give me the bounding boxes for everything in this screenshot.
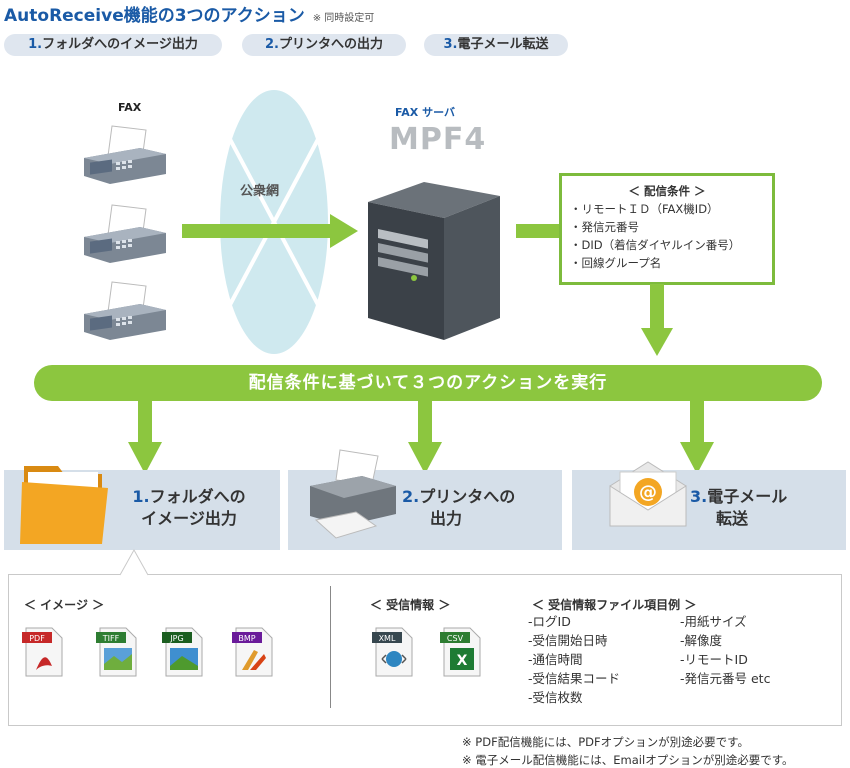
- connector-line: [516, 224, 560, 238]
- pill-label: 電子メール転送: [457, 37, 549, 52]
- list-item: -解像度: [680, 633, 723, 648]
- fax-label: FAX: [118, 101, 142, 114]
- pill-email-forward: 3.電子メール転送: [424, 34, 568, 56]
- printer-icon: [310, 449, 396, 539]
- detail-box: [8, 574, 842, 726]
- conditions-title: ＜ 配信条件 ＞: [628, 184, 706, 198]
- pill-label: フォルダへのイメージ出力: [42, 37, 198, 52]
- arrow-down-to-banner: [641, 284, 673, 356]
- list-item: -用紙サイズ: [680, 614, 747, 629]
- format-label: XML: [379, 634, 396, 643]
- arrow-to-server: [182, 214, 358, 248]
- server-label: FAX サーバ: [395, 106, 455, 119]
- network-label: 公衆網: [240, 184, 280, 199]
- format-label: TIFF: [102, 634, 120, 643]
- title-text: AutoReceive機能の3つのアクション: [4, 6, 305, 26]
- csv-file-icon: CSV X: [440, 627, 481, 677]
- fax-machine-icon: [84, 125, 166, 184]
- action-line1: プリンタへの: [419, 487, 516, 506]
- pill-folder-output: 1.フォルダへのイメージ出力: [4, 34, 222, 56]
- format-label: PDF: [29, 634, 45, 643]
- email-at-icon: @: [609, 461, 687, 527]
- items-section-title: ＜ 受信情報ファイル項目例 ＞: [532, 598, 697, 612]
- format-label: BMP: [238, 634, 255, 643]
- action-num: 3.: [690, 487, 708, 506]
- list-item: -受信開始日時: [528, 633, 608, 648]
- fax-machine-icon: [84, 204, 166, 263]
- pill-num: 1.: [28, 37, 43, 52]
- arrow-down-email: [680, 400, 714, 474]
- list-item: -受信結果コード: [528, 671, 621, 686]
- action-label-printer: 2.プリンタへの 出力: [402, 486, 552, 530]
- fax-machine-icon: [84, 281, 166, 340]
- list-item: -ログID: [528, 614, 571, 629]
- action-label-email: 3.電子メール 転送: [690, 486, 830, 530]
- arrow-down-printer: [408, 400, 442, 474]
- list-item: -通信時間: [528, 652, 583, 667]
- pill-num: 2.: [265, 37, 279, 52]
- svg-text:@: @: [639, 482, 657, 503]
- tiff-file-icon: TIFF: [96, 627, 137, 677]
- format-label: JPG: [169, 634, 183, 643]
- footnote: ※ PDF配信機能には、PDFオプションが別途必要です。: [462, 735, 749, 749]
- condition-item: ・DID（着信ダイヤルイン番号）: [570, 238, 741, 252]
- condition-item: ・リモートＩＤ（FAX機ID）: [570, 202, 719, 216]
- footnote: ※ 電子メール配信機能には、Emailオプションが別途必要です。: [462, 753, 794, 767]
- items-list-col1: -ログID -受信開始日時 -通信時間 -受信結果コード -受信枚数: [528, 612, 620, 707]
- bmp-file-icon: BMP: [232, 627, 273, 677]
- action-line2: 出力: [430, 509, 463, 528]
- server-logo: MPF4: [389, 122, 487, 157]
- action-line2: 転送: [716, 509, 749, 528]
- format-label: CSV: [447, 634, 464, 643]
- page-title: AutoReceive機能の3つのアクション ※ 同時設定可: [4, 1, 374, 26]
- folder-icon: [20, 466, 108, 544]
- detail-divider: [330, 586, 331, 708]
- action-line2: イメージ出力: [141, 509, 237, 528]
- items-list-col2: -用紙サイズ -解像度 -リモートID -発信元番号 etc: [680, 612, 770, 688]
- action-label-folder: 1.フォルダへの イメージ出力: [114, 486, 264, 530]
- action-line1: 電子メール: [707, 487, 788, 506]
- list-item: -受信枚数: [528, 690, 583, 705]
- condition-item: ・発信元番号: [570, 220, 639, 234]
- arrow-down-folder: [128, 400, 162, 474]
- pill-printer-output: 2.プリンタへの出力: [242, 34, 406, 56]
- conditions-box: ＜ 配信条件 ＞ ・リモートＩＤ（FAX機ID） ・発信元番号 ・DID（着信ダ…: [559, 173, 775, 285]
- jpg-file-icon: JPG: [162, 627, 203, 677]
- pill-label: プリンタへの出力: [278, 37, 383, 52]
- svg-text:X: X: [457, 653, 468, 669]
- callout-pointer: [119, 548, 149, 576]
- action-num: 2.: [402, 487, 420, 506]
- list-item: -発信元番号 etc: [680, 671, 771, 686]
- server-icon: [368, 182, 500, 340]
- image-section-title: ＜ イメージ ＞: [24, 598, 105, 612]
- title-note: ※ 同時設定可: [312, 13, 375, 24]
- condition-item: ・回線グループ名: [570, 256, 662, 270]
- action-num: 1.: [132, 487, 150, 506]
- action-line1: フォルダへの: [149, 487, 246, 506]
- list-item: -リモートID: [680, 652, 748, 667]
- action-banner: 配信条件に基づいて３つのアクションを実行: [34, 365, 822, 401]
- recv-section-title: ＜ 受信情報 ＞: [370, 598, 451, 612]
- xml-file-icon: XML: [372, 627, 413, 677]
- network-ellipse: [220, 90, 328, 354]
- pdf-file-icon: PDF: [22, 627, 63, 677]
- pill-num: 3.: [443, 37, 458, 52]
